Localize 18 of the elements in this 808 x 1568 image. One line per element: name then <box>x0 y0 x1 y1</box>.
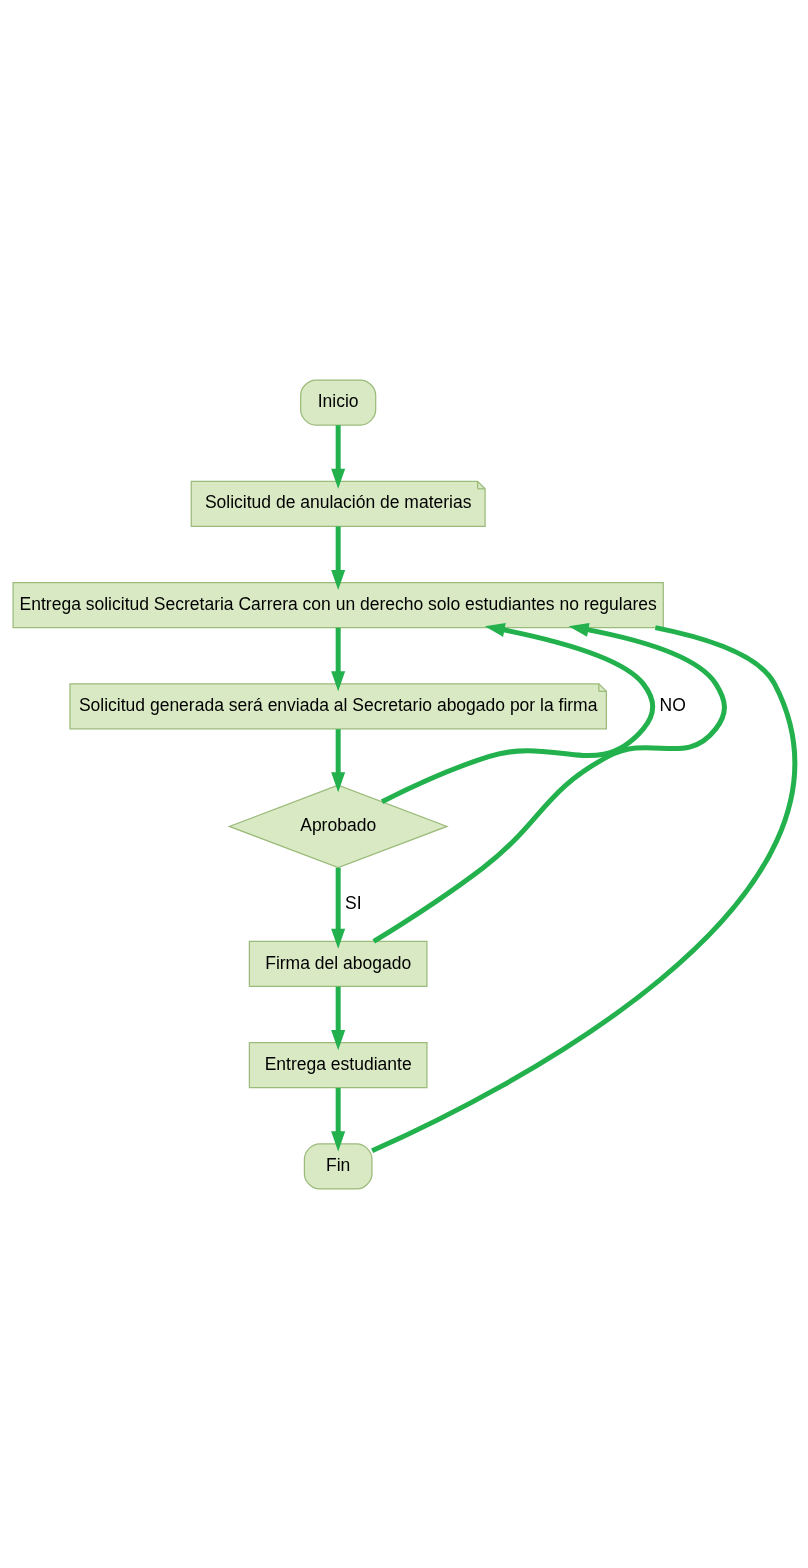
node-diamond: Aprobado <box>227 783 449 868</box>
arrow <box>331 424 346 489</box>
node-box: Inicio <box>300 378 377 426</box>
arrow <box>331 986 346 1050</box>
edge-label: SI <box>344 892 362 913</box>
arrow <box>331 525 346 590</box>
edge-label: NO <box>659 694 686 715</box>
arrow <box>331 1087 346 1151</box>
node-box: Firma del abogado <box>248 940 428 987</box>
arrow <box>331 728 346 792</box>
connector <box>371 624 796 1153</box>
node-box: Entrega solicitud Secretaria Carrera con un derecho solo estudiantes no regulares <box>12 581 664 628</box>
node-box: Entrega estudiante <box>248 1041 428 1088</box>
arrow <box>331 627 346 691</box>
arrow <box>331 867 346 949</box>
node-box: Fin <box>303 1142 373 1190</box>
arrow <box>380 622 656 804</box>
arrow <box>372 622 727 944</box>
